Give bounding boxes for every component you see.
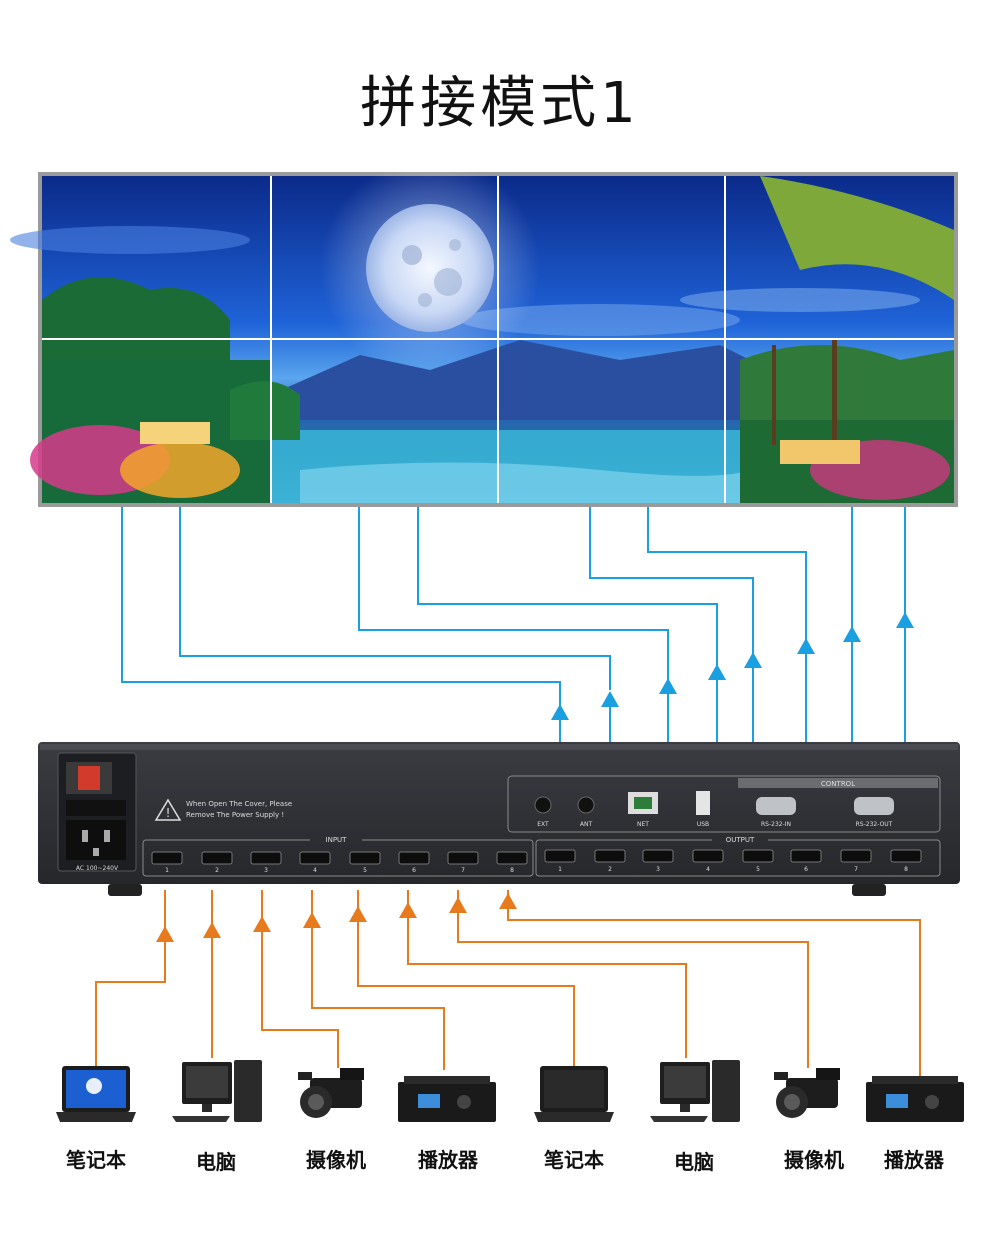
port-label-ext: EXT: [537, 821, 549, 828]
output-num-1: 1: [558, 866, 562, 873]
ant-port-icon: [577, 796, 595, 814]
laptop-icon: [534, 1066, 614, 1122]
output-arrows: [551, 612, 914, 720]
input-line-6: [407, 890, 687, 1058]
input-arrows: [156, 893, 517, 942]
port-label-rs232-out: RS-232-OUT: [856, 821, 893, 828]
input-ports: [151, 851, 528, 865]
device-label-3: 摄像机: [306, 1148, 366, 1172]
desktop-computer-icon: [650, 1060, 740, 1122]
input-label: INPUT: [326, 836, 348, 844]
port-label-ant: ANT: [580, 821, 593, 828]
output-line-3: [358, 507, 669, 685]
video-camera-icon: [298, 1068, 364, 1118]
input-arrow-8: [499, 893, 517, 909]
port-label-net: NET: [637, 821, 649, 828]
warning-label: ! When Open The Cover, Please Remove The…: [154, 798, 292, 821]
output-num-7: 7: [854, 866, 858, 873]
svg-text:!: !: [166, 806, 171, 820]
port-label-usb: USB: [697, 821, 709, 828]
warning-icon: [154, 798, 182, 821]
output-num-2: 2: [608, 866, 612, 873]
output-arrow-3: [659, 678, 677, 694]
output-arrow-4: [708, 664, 726, 680]
video-wall: [10, 158, 958, 507]
input-arrow-6: [399, 902, 417, 918]
laptop-icon: [56, 1066, 136, 1122]
input-num-7: 7: [461, 867, 465, 874]
output-num-8: 8: [904, 866, 908, 873]
input-num-1: 1: [165, 867, 169, 874]
power-label: AC 100~240V: [76, 865, 119, 872]
output-arrow-5: [744, 652, 762, 668]
power-module: AC 100~240V: [57, 752, 137, 872]
output-line-6: [647, 507, 807, 640]
output-num-6: 6: [804, 866, 808, 873]
matrix-device-panel: AC 100~240V ! When Open The Cover, Pleas…: [38, 742, 960, 896]
video-camera-icon: [774, 1068, 840, 1118]
rs232-in-port-icon: [756, 797, 796, 815]
device-label-5: 笔记本: [544, 1148, 604, 1172]
input-num-8: 8: [510, 867, 514, 874]
media-player-icon: [398, 1076, 496, 1122]
usb-port-icon: [696, 791, 710, 815]
warning-line-2: Remove The Power Supply !: [186, 811, 284, 819]
input-line-7: [457, 890, 809, 1068]
desktop-computer-icon: [172, 1060, 262, 1122]
device-labels: 笔记本 电脑 摄像机 播放器 笔记本 电脑 摄像机 播放器: [66, 1148, 945, 1174]
device-label-8: 播放器: [884, 1148, 945, 1172]
output-line-4: [417, 507, 718, 668]
media-player-icon: [866, 1076, 964, 1122]
device-label-7: 摄像机: [784, 1148, 844, 1172]
ext-port-icon: [534, 796, 552, 814]
input-connection-lines: [95, 890, 921, 1076]
input-line-4: [311, 890, 445, 1070]
input-arrow-7: [449, 897, 467, 913]
input-line-1: [95, 890, 166, 1068]
input-arrow-5: [349, 906, 367, 922]
port-label-rs232-in: RS-232-IN: [761, 821, 791, 828]
output-line-2: [179, 507, 611, 690]
input-line-5: [357, 890, 575, 1066]
output-line-1: [121, 507, 561, 710]
output-arrow-2: [601, 691, 619, 707]
output-arrow-1: [551, 704, 569, 720]
input-arrow-4: [303, 912, 321, 928]
warning-line-1: When Open The Cover, Please: [186, 800, 292, 808]
page-title: 拼接模式1: [360, 71, 640, 136]
source-devices: [56, 1060, 964, 1122]
output-num-4: 4: [706, 866, 710, 873]
control-block: CONTROL EXT ANT NET USB RS-232-IN RS-232…: [507, 775, 941, 833]
input-arrow-2: [203, 922, 221, 938]
device-label-4: 播放器: [418, 1148, 479, 1172]
output-line-5: [589, 507, 754, 655]
output-num-5: 5: [756, 866, 760, 873]
input-num-5: 5: [363, 867, 367, 874]
input-line-3: [261, 890, 339, 1068]
output-ports: [544, 849, 922, 863]
output-arrow-6: [797, 638, 815, 654]
output-block: OUTPUT 1 2 3 4 5 6 7 8: [535, 834, 941, 877]
output-arrow-7: [843, 626, 861, 642]
input-num-6: 6: [412, 867, 416, 874]
input-arrow-3: [253, 916, 271, 932]
input-num-3: 3: [264, 867, 268, 874]
input-num-4: 4: [313, 867, 317, 874]
input-block: INPUT 1 2 3 4 5 6 7 8: [142, 834, 534, 877]
output-num-3: 3: [656, 866, 660, 873]
control-label: CONTROL: [821, 780, 855, 788]
device-label-1: 笔记本: [66, 1148, 126, 1172]
rs232-out-port-icon: [854, 797, 894, 815]
output-label: OUTPUT: [726, 836, 755, 844]
input-arrow-1: [156, 926, 174, 942]
output-arrow-8: [896, 612, 914, 628]
device-label-6: 电脑: [674, 1150, 714, 1174]
input-num-2: 2: [215, 867, 219, 874]
device-label-2: 电脑: [196, 1150, 236, 1174]
input-line-8: [507, 890, 921, 1076]
